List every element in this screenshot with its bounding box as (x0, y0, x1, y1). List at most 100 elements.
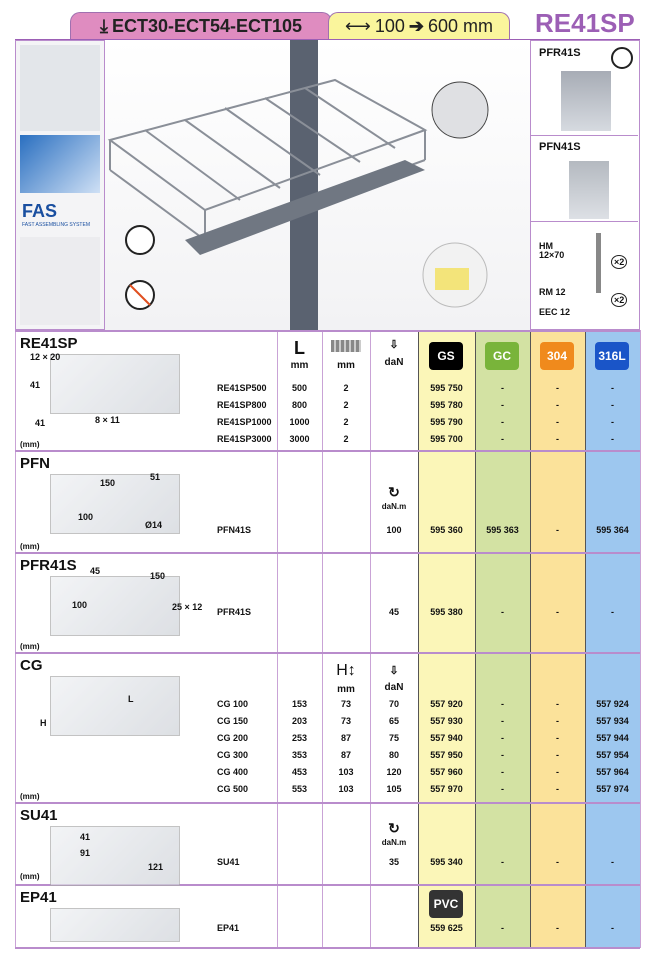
c304-code-cell: - (556, 923, 559, 933)
dimension-label: 41 (30, 380, 41, 390)
product-title: RE41SP (535, 8, 635, 38)
length-cell: 253 (291, 733, 308, 743)
part-drawing (50, 474, 180, 534)
c304-code-cell: - (556, 525, 559, 535)
part-drawing (50, 576, 180, 636)
gs-code-cell: 595 340 (430, 857, 463, 867)
product-photo (105, 40, 530, 330)
thickness-icon (331, 340, 361, 352)
dimension-label: 91 (80, 848, 91, 858)
gc-code-cell: - (501, 383, 504, 393)
length-cell: 3000 (289, 434, 310, 444)
thickness-cell: 2 (343, 417, 349, 427)
dimension-label: 41 (80, 832, 91, 842)
c316-code-cell: 557 954 (596, 750, 629, 760)
gs-code-cell: 559 625 (430, 923, 463, 933)
c304-code-cell: - (556, 383, 559, 393)
c304-code-cell: - (556, 607, 559, 617)
dimension-label: Ø14 (145, 520, 163, 530)
length-cell: 500 (291, 383, 308, 393)
thickness-cell: 73 (340, 716, 351, 726)
dimension-label: 121 (148, 862, 164, 872)
torque-icon: ↻ (388, 484, 400, 500)
gc-code-cell: - (501, 434, 504, 444)
c316-code-cell: 595 364 (596, 525, 629, 535)
dimension-label: 150 (150, 571, 166, 581)
gs-code-cell: 595 790 (430, 417, 463, 427)
gs-code-cell: 557 970 (430, 784, 463, 794)
dimension-label: H (40, 718, 47, 728)
load-cell: 105 (386, 784, 402, 794)
gs-code-cell: 595 380 (430, 607, 463, 617)
c304-code-cell: - (556, 767, 559, 777)
c304-badge: 304 (540, 342, 574, 370)
gc-code-cell: - (501, 716, 504, 726)
length-icon: L (294, 338, 305, 358)
c304-code-cell: - (556, 434, 559, 444)
dimension-label: 41 (35, 418, 46, 428)
gs-code-cell: 595 750 (430, 383, 463, 393)
ref-cell: PFR41S (217, 607, 252, 617)
part-drawing (50, 354, 180, 414)
c316-code-cell: - (611, 923, 614, 933)
c316-code-cell: 557 934 (596, 716, 629, 726)
section-title: PFR41S (20, 557, 77, 574)
length-cell: 800 (291, 400, 308, 410)
length-cell: 453 (291, 767, 308, 777)
c316-code-cell: - (611, 417, 614, 427)
gc-code-cell: - (501, 784, 504, 794)
thickness-cell: 87 (340, 750, 351, 760)
accessory-column: PFR41S PFN41S HM 12×70 ×2 RM 12 ×2 EEC 1… (530, 40, 640, 330)
length-cell: 1000 (289, 417, 310, 427)
unit-label: (mm) (20, 542, 40, 551)
dimension-label: 100 (72, 600, 88, 610)
gc-code-cell: - (501, 417, 504, 427)
c304-code-cell: - (556, 857, 559, 867)
c316-code-cell: - (611, 434, 614, 444)
gs-code-cell: 557 920 (430, 699, 463, 709)
trough-icon: ⤓ (99, 15, 108, 36)
load-cell: 120 (386, 767, 402, 777)
force-icon: ⇩ (389, 339, 399, 351)
gs-code-cell: 595 700 (430, 434, 463, 444)
c304-code-cell: - (556, 733, 559, 743)
c304-column (530, 330, 585, 948)
ref-cell: RE41SP1000 (217, 417, 272, 427)
arrow-right-icon: ➔ (408, 15, 424, 36)
pfn41s-image (569, 161, 609, 219)
thickness-cell: 2 (343, 400, 349, 410)
force-icon: ⇩ (389, 665, 399, 677)
load-cell: 75 (388, 733, 399, 743)
load-cell: 100 (386, 525, 402, 535)
gc-code-cell: - (501, 607, 504, 617)
load-cell: 65 (388, 716, 399, 726)
c304-code-cell: - (556, 750, 559, 760)
thickness-cell: 73 (340, 699, 351, 709)
no-screw-icon (611, 47, 633, 69)
thickness-cell: 87 (340, 733, 351, 743)
dimension-label: 51 (150, 472, 161, 482)
ref-cell: RE41SP800 (217, 400, 267, 410)
tab-width: ⟷100➔600 mm (328, 12, 510, 39)
c316-code-cell: - (611, 400, 614, 410)
ref-cell: CG 150 (217, 716, 249, 726)
c304-code-cell: - (556, 716, 559, 726)
c316-code-cell: - (611, 857, 614, 867)
c316-code-cell: 557 924 (596, 699, 629, 709)
thickness-cell: 2 (343, 383, 349, 393)
gs-code-cell: 595 780 (430, 400, 463, 410)
c304-code-cell: - (556, 784, 559, 794)
gs-code-cell: 557 960 (430, 767, 463, 777)
c316-badge: 316L (595, 342, 629, 370)
section-title: SU41 (20, 807, 58, 824)
c304-code-cell: - (556, 400, 559, 410)
gs-badge: GS (429, 342, 463, 370)
torque-icon: ↻ (388, 820, 400, 836)
gs-code-cell: 557 930 (430, 716, 463, 726)
mounting-thumbnail (20, 45, 100, 131)
